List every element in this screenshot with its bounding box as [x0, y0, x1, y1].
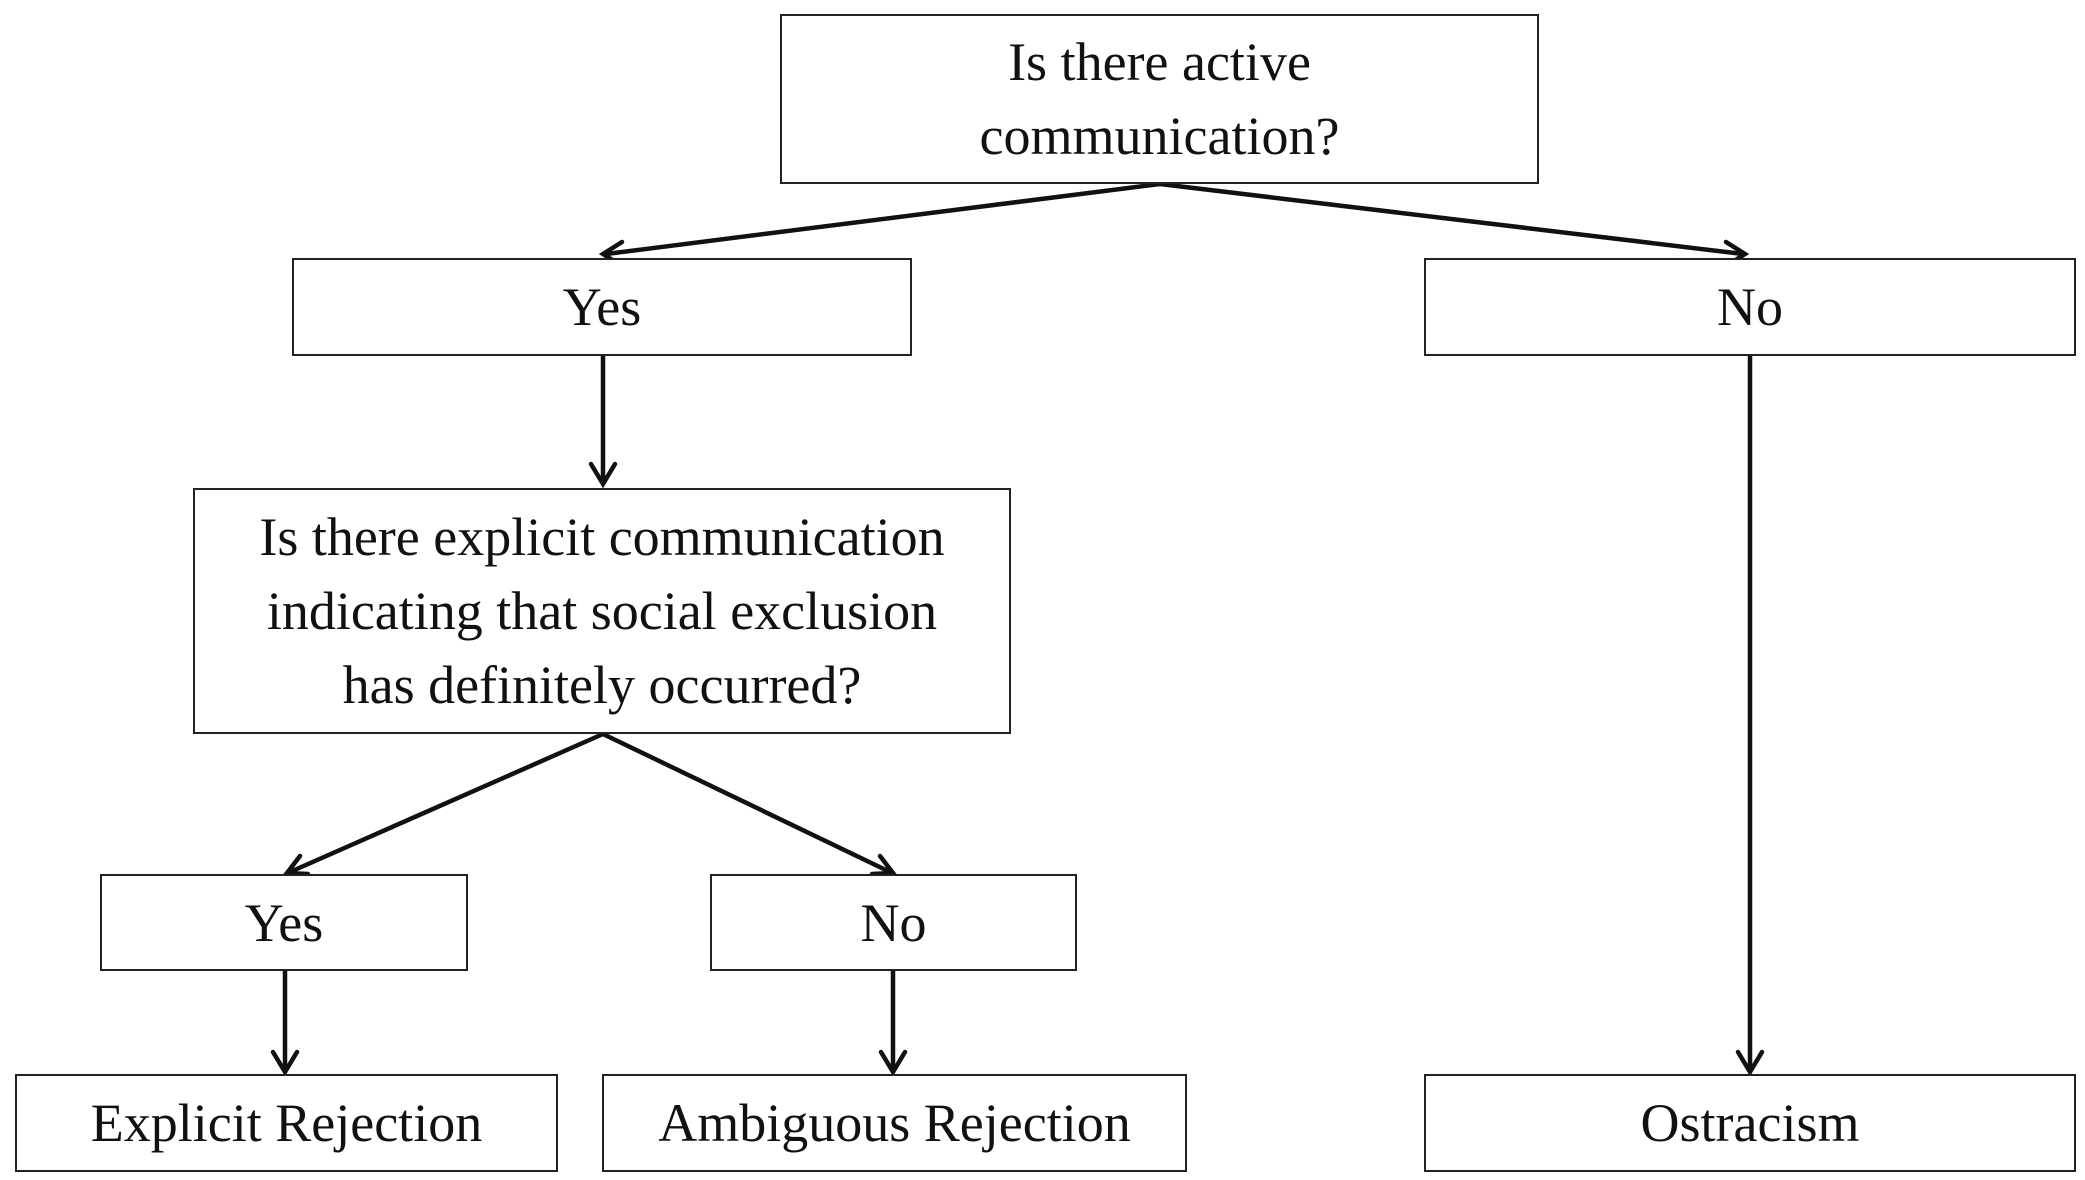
answer-yes-active: Yes [292, 258, 912, 356]
answer-yes-active-text: Yes [562, 277, 642, 337]
question-explicit-communication-text: Is there explicit communication indicati… [259, 507, 945, 715]
answer-yes-explicit-text: Yes [244, 892, 324, 953]
edge-q1-to-yes [603, 181, 1163, 257]
outcome-explicit-rejection-text: Explicit Rejection [90, 1093, 483, 1153]
question-explicit-communication: Is there explicit communication indicati… [193, 488, 1011, 734]
answer-yes-explicit: Yes [100, 874, 468, 971]
arrowhead-yes-to-explicit [270, 1049, 300, 1077]
question-active-communication-text: Is there active communication? [979, 32, 1340, 166]
answer-no-explicit-text: No [860, 892, 927, 953]
arrowhead-no-to-ambiguous [878, 1049, 908, 1077]
arrowhead-q2-to-no [869, 853, 898, 877]
outcome-ambiguous-rejection: Ambiguous Rejection [602, 1074, 1187, 1172]
arrowhead-yes-to-q2 [588, 461, 618, 489]
arrowhead-no-to-ostracism [1735, 1049, 1765, 1077]
edge-q2-to-yes [287, 731, 606, 875]
edge-q2-to-no [600, 731, 893, 875]
outcome-explicit-rejection: Explicit Rejection [15, 1074, 558, 1172]
edge-q1-to-no [1157, 181, 1746, 257]
arrowhead-q2-to-yes [282, 853, 311, 877]
outcome-ostracism-text: Ostracism [1640, 1093, 1860, 1153]
outcome-ambiguous-rejection-text: Ambiguous Rejection [658, 1093, 1131, 1153]
answer-no-active-text: No [1717, 277, 1783, 337]
question-active-communication: Is there active communication? [780, 14, 1539, 184]
answer-no-active: No [1424, 258, 2076, 356]
outcome-ostracism: Ostracism [1424, 1074, 2076, 1172]
answer-no-explicit: No [710, 874, 1077, 971]
